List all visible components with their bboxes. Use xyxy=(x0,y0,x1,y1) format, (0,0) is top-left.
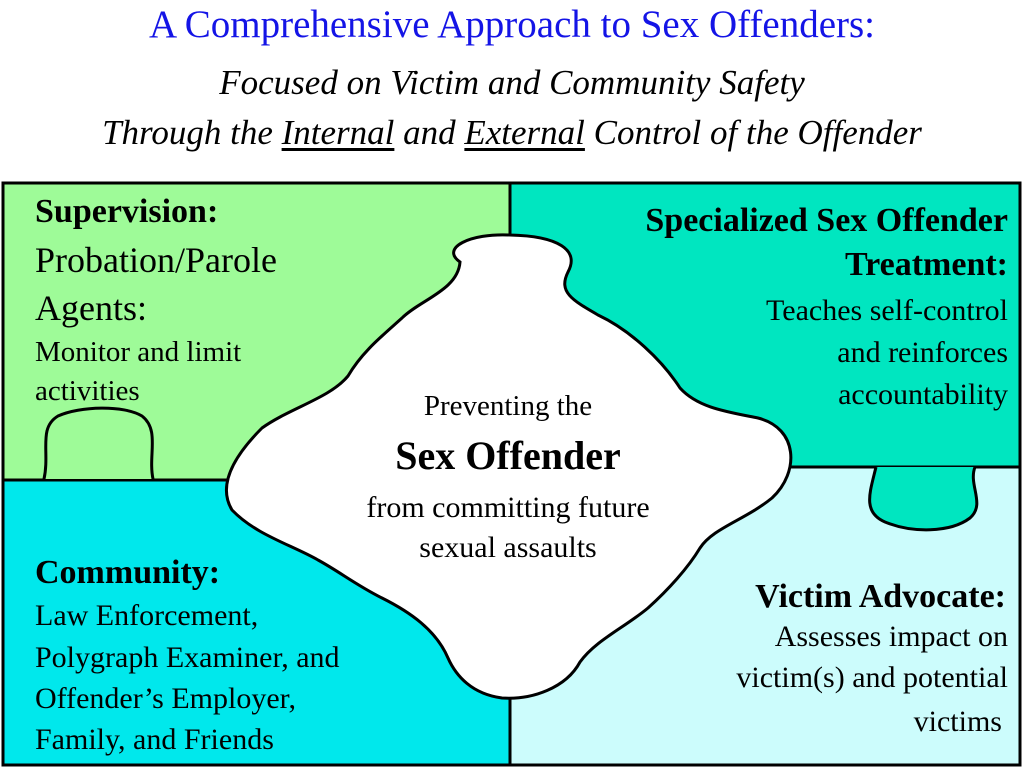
subtitle-external: External xyxy=(464,113,585,152)
center-line2: Sex Offender xyxy=(395,433,621,478)
page-title: A Comprehensive Approach to Sex Offender… xyxy=(148,3,876,46)
supervision-line2: Agents: xyxy=(35,288,147,328)
victim-desc1: Assesses impact on xyxy=(774,620,1008,653)
treatment-desc2: and reinforces xyxy=(837,336,1008,369)
subtitle-post: Control of the Offender xyxy=(584,113,922,152)
victim-desc3: victims xyxy=(913,705,1002,738)
community-desc2: Polygraph Examiner, and xyxy=(35,641,340,674)
community-heading: Community: xyxy=(35,554,221,591)
center-line4: sexual assaults xyxy=(419,531,597,564)
subtitle-control: Through the Internal and External Contro… xyxy=(0,113,1024,153)
puzzle-piece-center xyxy=(225,233,793,700)
puzzle-tab-supervision xyxy=(42,406,155,480)
treatment-desc1: Teaches self-control xyxy=(766,294,1008,327)
victim-heading: Victim Advocate: xyxy=(755,578,1006,615)
center-line3: from committing future xyxy=(366,491,650,524)
victim-desc2: victim(s) and potential xyxy=(736,661,1008,694)
subtitle-focus: Focused on Victim and Community Safety xyxy=(219,63,805,102)
supervision-desc2: activities xyxy=(35,375,140,407)
puzzle-tab-treatment xyxy=(868,466,979,532)
supervision-line1: Probation/Parole xyxy=(35,240,277,280)
treatment-heading-line2: Treatment: xyxy=(844,246,1008,283)
subtitle-mid: and xyxy=(394,113,465,152)
community-desc1: Law Enforcement, xyxy=(35,599,259,632)
treatment-desc3: accountability xyxy=(838,378,1008,411)
treatment-heading-line1: Specialized Sex Offender xyxy=(645,202,1008,239)
center-line1: Preventing the xyxy=(423,390,593,422)
subtitle-internal: Internal xyxy=(281,113,395,152)
supervision-desc1: Monitor and limit xyxy=(35,336,242,368)
community-desc4: Family, and Friends xyxy=(35,723,274,756)
supervision-heading: Supervision: xyxy=(35,193,219,230)
subtitle-pre: Through the xyxy=(102,113,282,152)
community-desc3: Offender’s Employer, xyxy=(35,682,296,715)
